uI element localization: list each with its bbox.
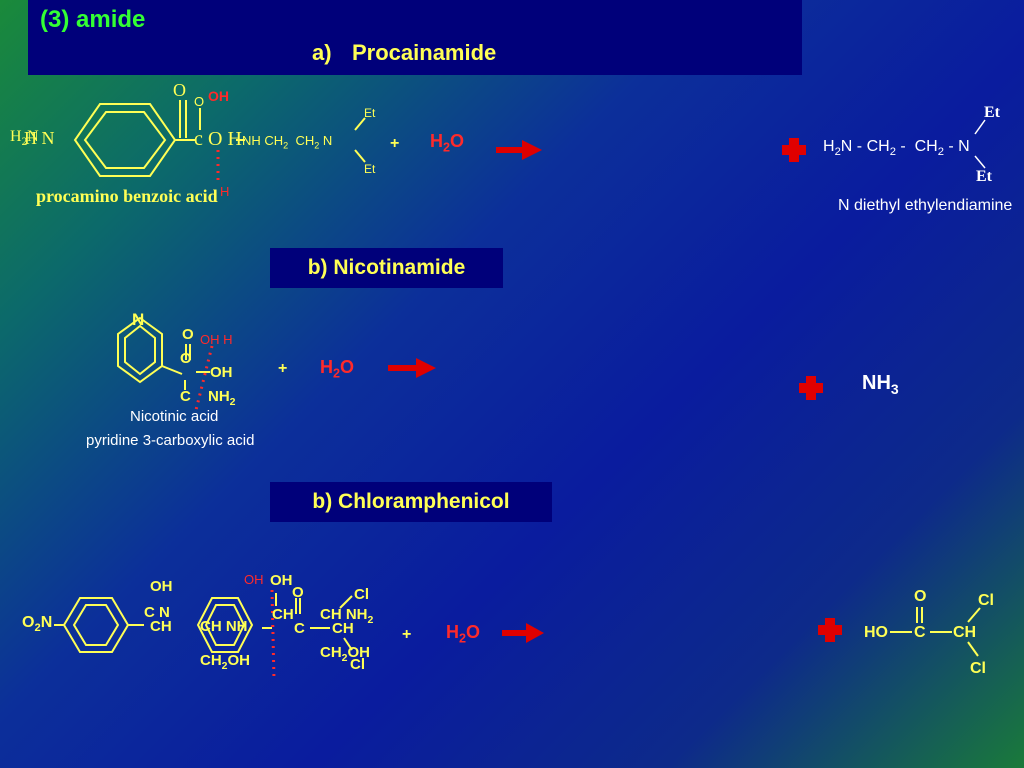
proc-product-et1: Et: [984, 104, 1000, 121]
chl-ch4: CH: [332, 620, 354, 637]
nic-oh: OH: [210, 364, 233, 381]
chl-ch2oh2: CH2OH: [320, 644, 371, 664]
chl-ch1: CH: [150, 618, 172, 635]
proc-carbonyl-o: O: [173, 80, 186, 100]
chloramphenicol-rings: [54, 593, 353, 653]
proc-product-formula: H2N - CH2 - CH2 - N: [823, 138, 970, 159]
title-box: [28, 0, 802, 75]
subtitle: Procainamide: [352, 40, 497, 65]
chl-cl1: Cl: [354, 586, 369, 603]
chloramphenicol-cleavage: [270, 589, 276, 681]
prod-ch: CH: [953, 624, 977, 641]
section-nicotinamide: b) Nicotinamide: [270, 248, 503, 288]
nic-o-mid: O: [180, 350, 192, 367]
proc-product-et2: Et: [976, 168, 992, 185]
proc-c-oh: c: [194, 128, 203, 150]
chl-o: O: [292, 584, 304, 601]
diethyl-bonds: [974, 119, 986, 169]
prod-o: O: [914, 588, 927, 605]
chl-c-n: C N: [144, 604, 170, 621]
subtitle-letter: a): [312, 40, 332, 65]
nic-plus: +: [278, 360, 288, 377]
proc-amine-ghost: H N: [24, 128, 55, 148]
chl-o2n: O2N: [22, 614, 53, 635]
nic-water: H2O: [320, 357, 355, 381]
proc-acid-label: procamino benzoic acid: [36, 186, 218, 206]
chl-plus: +: [402, 626, 412, 643]
proc-et2: Et: [364, 162, 376, 176]
slide-title: (3) amide: [40, 6, 146, 33]
prod-c: C: [914, 624, 926, 641]
proc-oh-red: OH: [208, 88, 229, 104]
proc-plus: +: [390, 135, 400, 152]
prod-cl1: Cl: [978, 592, 994, 609]
chl-oh1: OH: [150, 578, 173, 595]
chl-ch-nh2: CH NH2: [320, 606, 374, 626]
proc-h-red: H: [220, 184, 230, 199]
prod-cl2: Cl: [970, 660, 986, 677]
nic-label1: Nicotinic acid: [130, 408, 219, 425]
proc-amine-left: H2N: [10, 128, 39, 149]
nic-c: C: [180, 388, 191, 405]
pyridine-ring: [117, 316, 210, 390]
proc-oh-ghost: O H: [208, 128, 242, 150]
chl-ch-nh: CH NH: [200, 618, 248, 635]
chl-oh-red: OH: [244, 572, 264, 587]
nic-o-top: O: [182, 326, 194, 343]
proc-oh-small-o: O: [194, 94, 205, 109]
nic-ring-n: N: [132, 310, 145, 329]
section-chloramphenicol: b) Chloramphenicol: [270, 482, 552, 522]
proc-product-label: N diethyl ethylendiamine: [838, 197, 1013, 214]
chl-ch3: CH: [272, 606, 294, 623]
nic-label2: pyridine 3-carboxylic acid: [86, 432, 255, 449]
proc-chain: NH CH2 CH2 N: [242, 133, 333, 151]
procainamide-ring: [73, 100, 366, 177]
nic-oh-red: OH H: [200, 332, 233, 347]
nic-nh2: NH2: [208, 388, 236, 408]
chl-water: H2O: [446, 622, 481, 646]
plus-crosses: [782, 138, 842, 642]
chl-ch2oh: CH2OH: [200, 652, 251, 672]
chl-oh2: OH: [270, 572, 293, 589]
reaction-arrows: [388, 140, 544, 643]
dichloroacetic-acid: [890, 607, 981, 657]
chl-c: C: [294, 620, 305, 637]
chl-cl2: Cl: [350, 656, 365, 673]
nic-product: NH3: [862, 372, 899, 397]
proc-water: H2O: [430, 131, 465, 155]
prod-ho: HO: [864, 624, 888, 641]
proc-et1: Et: [364, 106, 376, 120]
